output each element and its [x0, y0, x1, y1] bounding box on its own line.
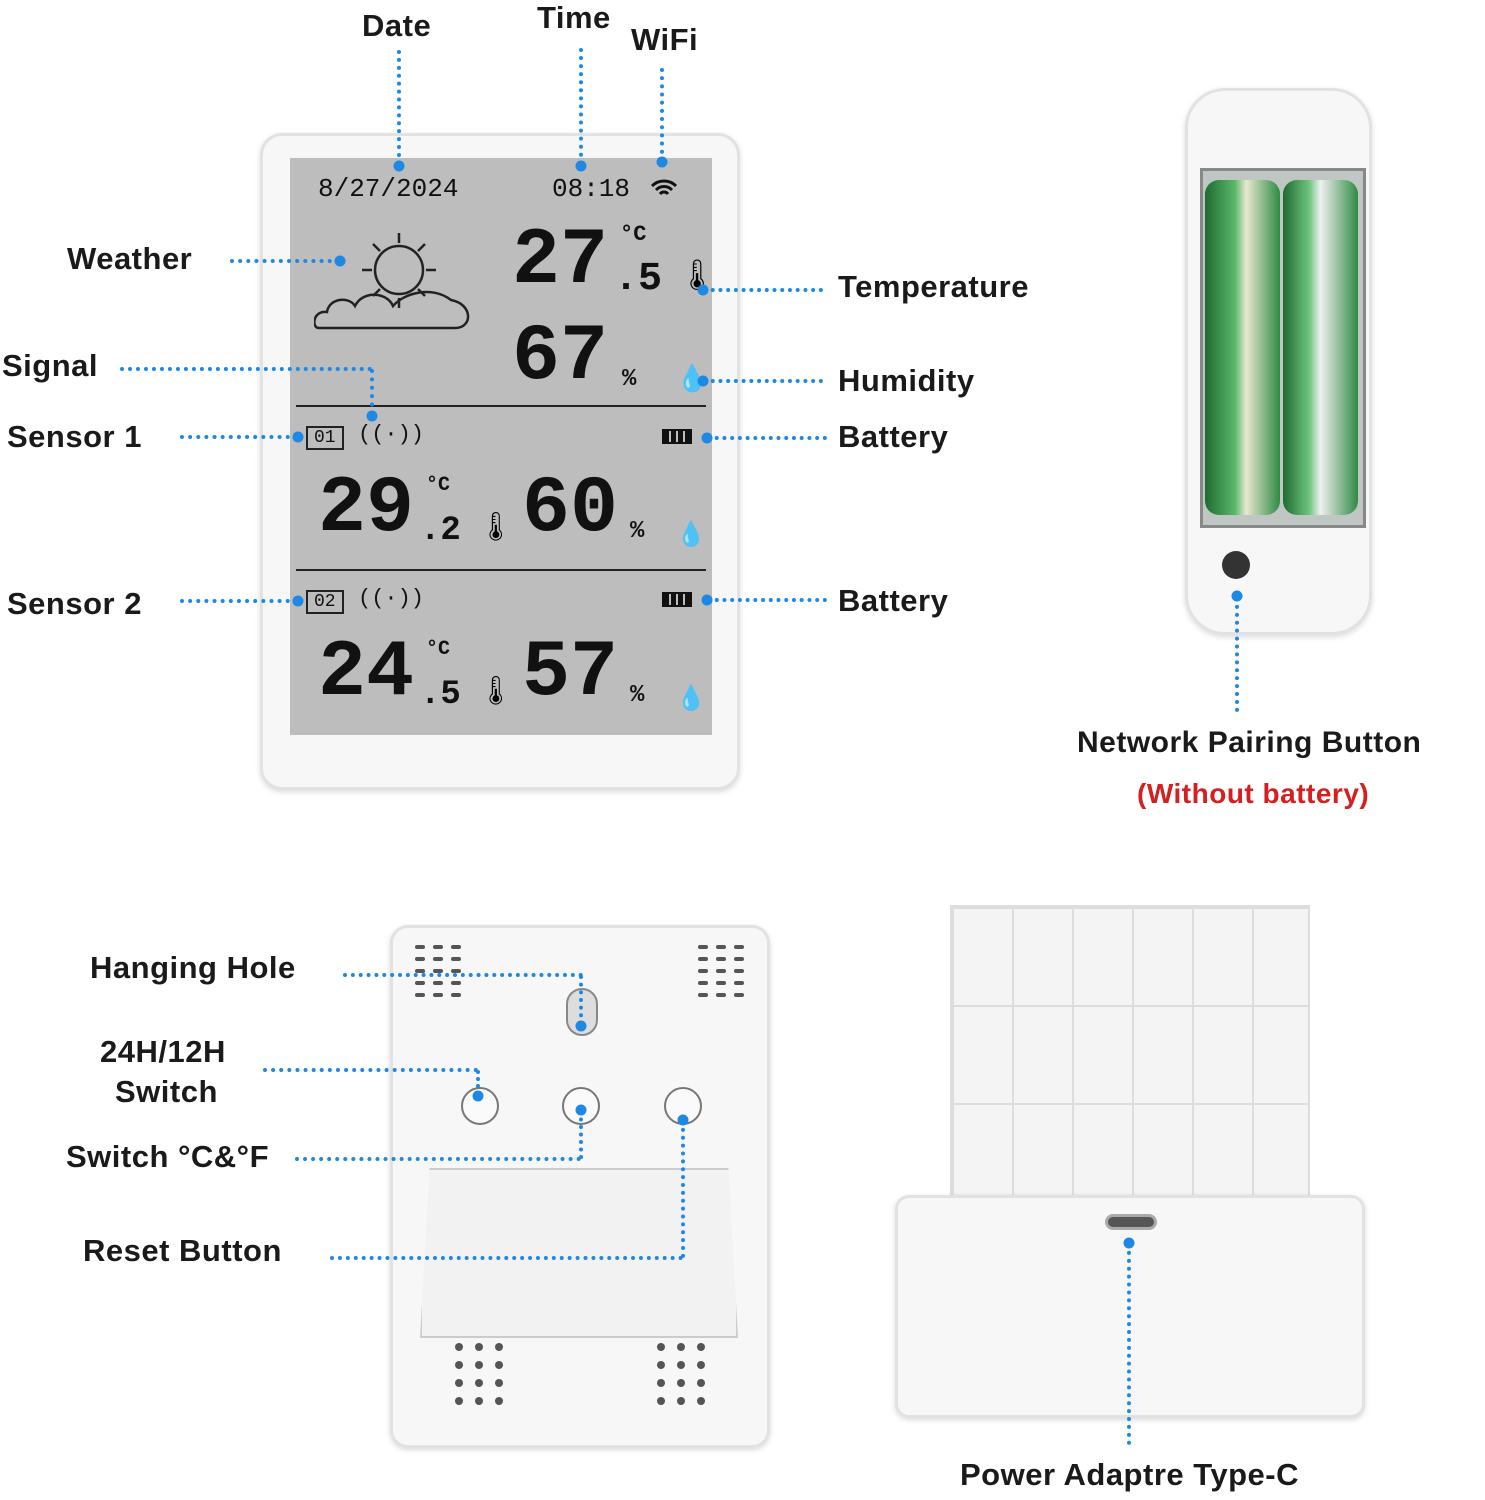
thermometer-icon: 🌡 — [478, 675, 514, 706]
battery-label: Battery — [838, 583, 949, 618]
sensor1-id-badge: 01 — [306, 426, 344, 450]
network-pairing-label: Network Pairing Button — [1077, 726, 1422, 759]
sensor2-temp-value: 24 — [318, 628, 415, 719]
sensor2-label: Sensor 2 — [7, 586, 142, 621]
kickstand — [420, 1168, 738, 1338]
temperature-label: Temperature — [838, 269, 1029, 304]
thermometer-icon: 🌡 — [478, 511, 514, 542]
signal-icon: ((·)) — [358, 422, 425, 447]
sensor1-temp-decimal: .2 — [420, 512, 461, 550]
thermometer-icon: 🌡 — [678, 259, 717, 292]
signal-label: Signal — [2, 348, 99, 383]
indoor-humidity-unit: % — [622, 366, 637, 393]
indoor-temp-decimal: .5 — [614, 257, 663, 302]
lcd-time: 08:18 — [552, 174, 631, 204]
sensor1-humidity-unit: % — [630, 518, 645, 545]
sensor2-temp-unit: °C — [426, 638, 451, 661]
unit-switch-label: Switch °C&°F — [66, 1139, 270, 1174]
sensor2-temp-decimal: .5 — [420, 676, 461, 714]
weather-label: Weather — [67, 241, 193, 276]
vent — [657, 1343, 705, 1405]
aa-battery — [1205, 180, 1280, 515]
vent — [698, 945, 744, 997]
humidity-drop-icon: 💧 — [676, 685, 706, 712]
indoor-temp-unit: °C — [620, 222, 647, 247]
vent — [455, 1343, 503, 1405]
reset-button-label: Reset Button — [83, 1233, 282, 1268]
sensor2-humidity-unit: % — [630, 682, 645, 709]
hour-switch-label-line2: Switch — [115, 1074, 218, 1109]
wifi-icon — [650, 179, 678, 196]
usb-c-port — [1105, 1214, 1157, 1230]
signal-icon: ((·)) — [358, 586, 425, 611]
power-adapter-label: Power Adaptre Type-C — [960, 1457, 1299, 1492]
without-battery-note: (Without battery) — [1137, 778, 1370, 809]
divider — [296, 405, 706, 407]
hanging-hole-label: Hanging Hole — [90, 950, 296, 985]
network-pairing-button[interactable] — [1222, 551, 1250, 579]
humidity-drop-icon: 💧 — [676, 521, 706, 548]
aa-battery — [1283, 180, 1358, 515]
battery-label: Battery — [838, 419, 949, 454]
date-label: Date — [362, 8, 432, 43]
vent — [415, 945, 461, 997]
sensor1-temp-unit: °C — [426, 474, 451, 497]
sensor2-humidity-value: 57 — [522, 628, 619, 719]
partly-cloudy-weather-icon — [314, 233, 470, 330]
hour-switch-label-line1: 24H/12H — [100, 1034, 226, 1069]
sensor1-temp-value: 29 — [318, 464, 415, 555]
sensor1-humidity-value: 60 — [522, 464, 619, 555]
sensor2-id-badge: 02 — [306, 590, 344, 614]
battery-icon — [662, 429, 692, 444]
lcd-display: 8/27/2024 08:18 27 .5 °C 🌡 67 % 💧 01 ((·… — [290, 158, 716, 735]
indoor-temp-value: 27 — [512, 216, 609, 307]
time-label: Time — [537, 0, 611, 35]
lcd-date: 8/27/2024 — [318, 174, 459, 204]
battery-cover-flap — [950, 905, 1310, 1200]
humidity-label: Humidity — [838, 363, 975, 398]
divider — [296, 569, 706, 571]
sensor1-label: Sensor 1 — [7, 419, 142, 454]
battery-icon — [662, 592, 692, 607]
wifi-label: WiFi — [631, 22, 699, 57]
indoor-humidity-value: 67 — [512, 312, 609, 403]
